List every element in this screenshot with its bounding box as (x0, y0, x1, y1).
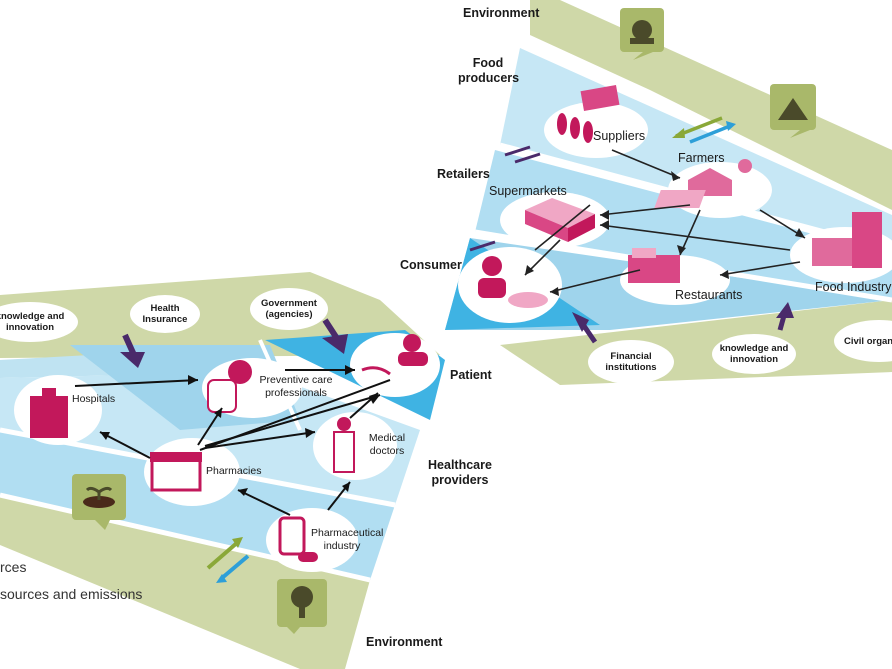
pharmaceutical-industry-label: Pharmaceutical industry (311, 527, 384, 552)
medical-doctors-label: Medical doctors (368, 432, 406, 457)
mountain-icon (770, 84, 816, 138)
consumer-label: Consumer (400, 258, 462, 272)
food-producers-label: Food producers (458, 56, 520, 85)
retailers-label: Retailers (437, 167, 490, 181)
left-environment-label: Environment (366, 635, 443, 649)
pharmacy-icon (150, 452, 202, 492)
government-oval: Government (agencies) (250, 288, 328, 330)
factory-icon (812, 212, 882, 268)
legend-line-1: rces (0, 559, 27, 575)
landscape-icon (620, 8, 664, 60)
sprout-icon (72, 474, 126, 530)
left-arrowheads (100, 365, 380, 496)
right-arrowheads (525, 171, 805, 296)
left-knowledge-oval: knowledge and innovation (0, 302, 78, 342)
financial-institutions-oval: Financial institutions (588, 340, 674, 384)
left-band-2 (0, 372, 420, 505)
preventive-icon (207, 360, 252, 413)
suppliers-disc (544, 102, 648, 158)
left-white-cover (0, 545, 300, 669)
hospital-icon (30, 388, 68, 438)
hospitals-label: Hospitals (72, 393, 116, 405)
store-icon (525, 198, 595, 242)
house-icon (654, 159, 752, 208)
right-environment-band (530, 0, 892, 210)
patient-label: Patient (450, 368, 492, 382)
legend-line-2: sources and emissions (0, 586, 143, 602)
supermarkets-label: Supermarkets (489, 184, 567, 198)
farmers-label: Farmers (678, 151, 725, 165)
suppliers-label: Suppliers (593, 129, 646, 143)
right-knowledge-oval: knowledge and innovation (712, 334, 796, 374)
right-purple-arrows (469, 145, 794, 344)
left-resource-arrows (206, 537, 250, 583)
food-industry-label: Food Industry (815, 280, 892, 294)
patient-icon (361, 334, 428, 376)
left-purple-arrows (120, 318, 348, 368)
health-insurance-oval: Health Insurance (130, 295, 200, 333)
preventive-label: Preventive care professionals (259, 374, 333, 399)
tree-icon (277, 579, 327, 634)
wheat-icon (557, 85, 620, 143)
right-environment-label: Environment (463, 6, 540, 20)
patient-disc (350, 333, 440, 397)
doctor-icon (333, 417, 355, 473)
medicine-icon (278, 516, 318, 562)
restaurant-building-icon (628, 248, 680, 283)
restaurants-label: Restaurants (675, 288, 743, 302)
civil-organization-oval: Civil organization (834, 320, 892, 362)
consumer-icon (478, 256, 548, 308)
pharmacies-label: Pharmacies (206, 465, 262, 477)
consumer-disc (458, 247, 562, 323)
right-retailers-band (475, 150, 892, 300)
left-flow-arrows (74, 369, 391, 516)
healthcare-providers-label: Healthcare providers (428, 458, 492, 487)
right-resource-arrows (672, 116, 736, 144)
